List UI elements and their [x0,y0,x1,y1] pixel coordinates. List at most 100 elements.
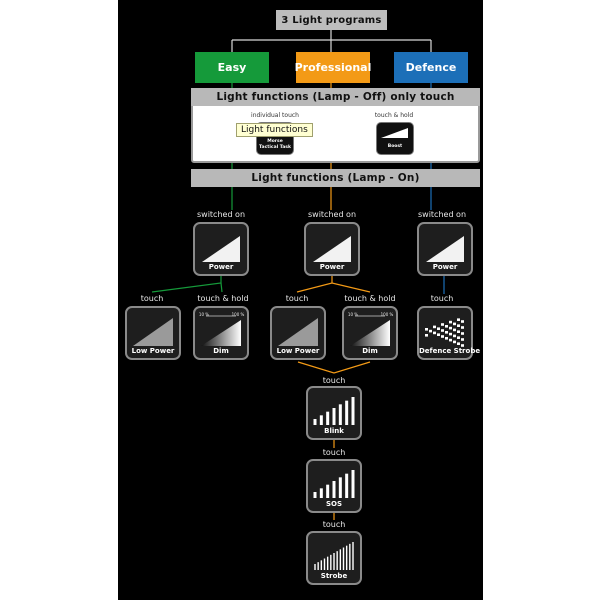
bar-mark [338,477,342,498]
dim-high-label-easy: 100 % [231,312,245,317]
power-caption-defence: Power [432,263,458,271]
bar-mark [326,484,330,498]
low-power-tile-professional[interactable]: Low Power [270,306,326,360]
power-caption-easy: Power [208,263,234,271]
switched-on-label-easy: switched on [196,210,246,219]
connector [296,282,371,293]
strobe-cell [453,328,456,332]
bar-mark [352,542,354,570]
dim-low-label-professional: 10 % [347,312,359,317]
strobe-cell [437,327,440,330]
title-bar: 3 Light programs [276,10,387,30]
bar-mark [319,415,323,425]
connector [220,282,223,293]
touch-label-sos: touch [322,448,346,457]
low-power-wedge-icon [133,318,173,346]
bar-mark [333,553,335,570]
strobe-cell [457,330,460,333]
blink-caption: Blink [324,427,344,435]
strobe-cell [461,326,464,329]
strobe-bars-icon [314,542,354,570]
boost-tile[interactable]: Boost [376,122,414,155]
sos-caption: SOS [325,500,343,508]
bar-mark [326,411,330,425]
bar-mark [320,560,323,570]
connector [297,361,371,374]
low-power-caption-easy: Low Power [131,347,175,355]
low-power-tile-easy[interactable]: Low Power [125,306,181,360]
bar-mark [345,400,349,425]
power-wedge-icon [313,236,351,262]
touch-label-blink: touch [322,376,346,385]
strobe-cell [425,334,428,337]
strobe-cell [449,332,452,336]
dim-high-label-professional: 100 % [380,312,394,317]
strobe-cell [453,340,456,344]
strobe-cell [457,318,460,321]
morse-caption-1: Morse [267,139,283,144]
sos-tile[interactable]: SOS [306,459,362,513]
strobe-cell [433,325,436,329]
power-tile-easy[interactable]: Power [193,222,249,276]
dim-tile-professional[interactable]: 10 % 100 % Dim [342,306,398,360]
bar-mark [345,473,349,498]
power-wedge-icon [202,236,240,262]
lamp-on-title: Light functions (Lamp - On) [191,169,480,187]
strobe-cell [441,335,444,338]
blink-tile[interactable]: Blink [306,386,362,440]
strobe-caption: Strobe [320,572,348,580]
power-tile-professional[interactable]: Power [304,222,360,276]
lamp-off-title: Light functions (Lamp - Off) only touch [191,88,480,106]
power-tile-defence[interactable]: Power [417,222,473,276]
program-defence-label: Defence [405,61,457,74]
bar-mark [332,408,336,425]
bar-mark [351,397,355,425]
bar-mark [319,488,323,498]
strobe-cell [441,329,444,332]
program-easy[interactable]: Easy [195,52,269,83]
bar-mark [332,481,336,498]
connector [151,276,222,293]
defence-strobe-caption: Defence Strobe [419,347,481,355]
boost-caption: Boost [387,144,403,149]
strobe-cell [445,331,448,334]
bar-mark [317,562,319,570]
individual-touch-label: individual touch [251,112,299,119]
touch-hold-label-easy: touch & hold [197,294,249,303]
program-professional[interactable]: Professional [295,52,371,83]
strobe-cell [449,320,452,324]
tooltip-text: Light functions [241,125,308,135]
dim-tile-easy[interactable]: 10 % 100 % Dim [193,306,249,360]
dim-gradient-icon [201,315,241,346]
strobe-cell [433,331,436,335]
touch-label-professional: touch [285,294,309,303]
bar-mark [339,549,342,570]
strobe-cell [445,337,448,340]
strobe-cell [461,344,464,347]
bar-mark [336,551,338,570]
dim-caption-easy: Dim [213,347,229,355]
defence-strobe-tile[interactable]: Defence Strobe [417,306,481,360]
strobe-tile[interactable]: Strobe [306,531,362,585]
low-power-caption-professional: Low Power [276,347,320,355]
defence-strobe-icon [425,318,464,347]
strobe-cell [437,333,440,336]
dim-gradient-icon [350,315,390,346]
strobe-cell [453,322,456,326]
title-text: 3 Light programs [281,14,382,26]
strobe-cell [461,320,464,323]
touch-label-defence: touch [430,294,454,303]
lamp-off-title-text: Light functions (Lamp - Off) only touch [216,91,455,103]
strobe-cell [449,326,452,330]
dim-low-label-easy: 10 % [198,312,210,317]
blink-bars-icon [313,397,355,425]
program-defence[interactable]: Defence [394,52,468,83]
bar-mark [338,404,342,425]
low-power-wedge-icon [278,318,318,346]
strobe-cell [449,338,452,342]
touch-label-easy: touch [140,294,164,303]
switched-on-label-defence: switched on [417,210,467,219]
boost-wedge-icon [381,128,408,138]
bar-mark [314,564,316,570]
strobe-cell [461,332,464,335]
